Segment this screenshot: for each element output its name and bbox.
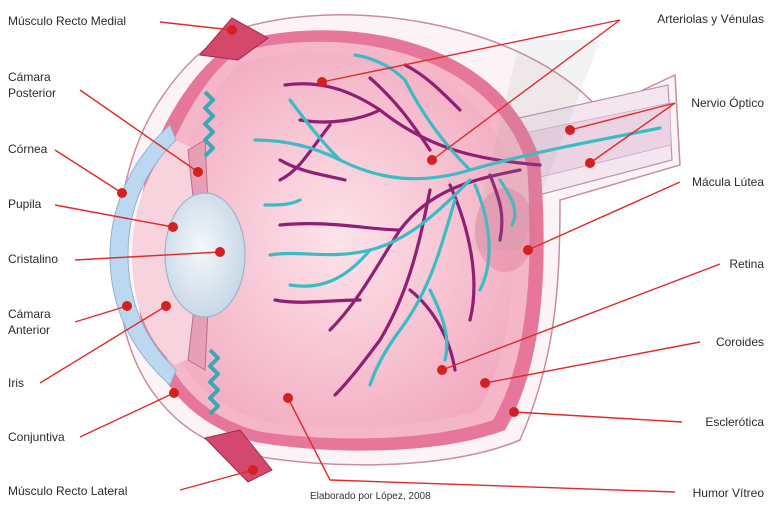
label-camara-anterior-line1: Cámara bbox=[8, 307, 51, 321]
label-cristalino: Cristalino bbox=[8, 252, 58, 266]
label-conjuntiva: Conjuntiva bbox=[8, 430, 65, 444]
label-nervio-optico: Nervio Óptico bbox=[691, 96, 764, 110]
label-esclerotica: Esclerótica bbox=[705, 415, 764, 429]
label-camara-posterior-line1: Cámara bbox=[8, 70, 51, 84]
credit-text: Elaborado por López, 2008 bbox=[310, 490, 431, 504]
label-humor-vitreo: Humor Vítreo bbox=[693, 486, 764, 500]
label-arteriolas-venulas: Arteriolas y Vénulas bbox=[657, 12, 764, 26]
label-pupila: Pupila bbox=[8, 197, 41, 211]
label-iris: Iris bbox=[8, 376, 24, 390]
label-camara-posterior-line2: Posterior bbox=[8, 86, 56, 100]
label-musculo-recto-lateral: Músculo Recto Lateral bbox=[8, 484, 127, 498]
label-cornea: Córnea bbox=[8, 142, 47, 156]
label-musculo-recto-medial: Músculo Recto Medial bbox=[8, 14, 126, 28]
label-coroides: Coroides bbox=[716, 335, 764, 349]
label-camara-anterior-line2: Anterior bbox=[8, 323, 50, 337]
label-macula-lutea: Mácula Lútea bbox=[692, 175, 764, 189]
label-retina: Retina bbox=[729, 257, 764, 271]
